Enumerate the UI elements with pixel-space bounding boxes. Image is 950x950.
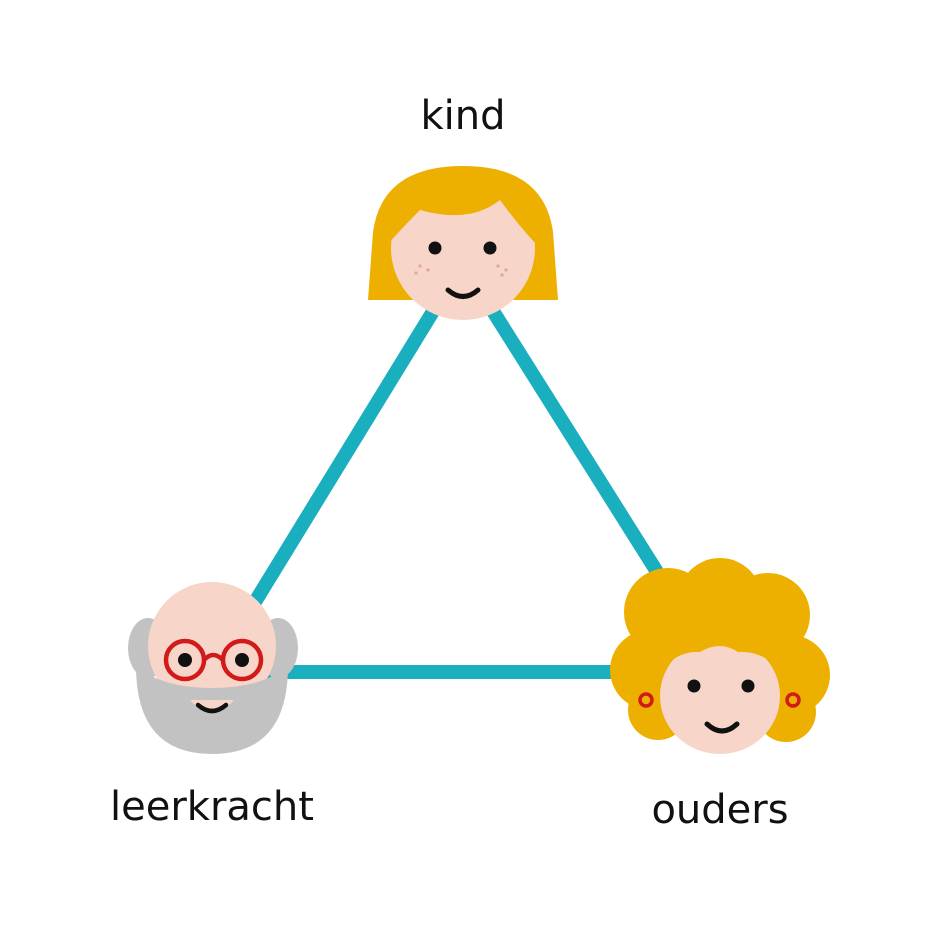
parent-earring-left bbox=[638, 692, 654, 708]
label-ouders: ouders bbox=[651, 787, 789, 833]
parent-face bbox=[660, 638, 780, 754]
child-eye-right bbox=[483, 241, 497, 255]
parent-face-icon bbox=[610, 558, 830, 754]
parent-eye-right bbox=[741, 679, 755, 693]
child-face-icon bbox=[368, 166, 558, 320]
teacher-face-icon bbox=[128, 582, 298, 754]
child-smile bbox=[445, 287, 481, 299]
child-face bbox=[391, 176, 535, 320]
label-leerkracht: leerkracht bbox=[110, 784, 314, 830]
child-bangs bbox=[372, 170, 554, 262]
parent-fringe bbox=[660, 627, 782, 670]
teacher-eye-right bbox=[235, 653, 249, 667]
parent-smile bbox=[704, 721, 740, 734]
parent-eye-left bbox=[687, 679, 701, 693]
parent-earring-right bbox=[785, 692, 801, 708]
teacher-glasses bbox=[163, 638, 264, 682]
teacher-eye-left bbox=[178, 653, 192, 667]
teacher-smile bbox=[195, 702, 229, 714]
child-freckles bbox=[414, 264, 508, 277]
child-eye-left bbox=[428, 241, 442, 255]
label-kind: kind bbox=[420, 93, 506, 139]
